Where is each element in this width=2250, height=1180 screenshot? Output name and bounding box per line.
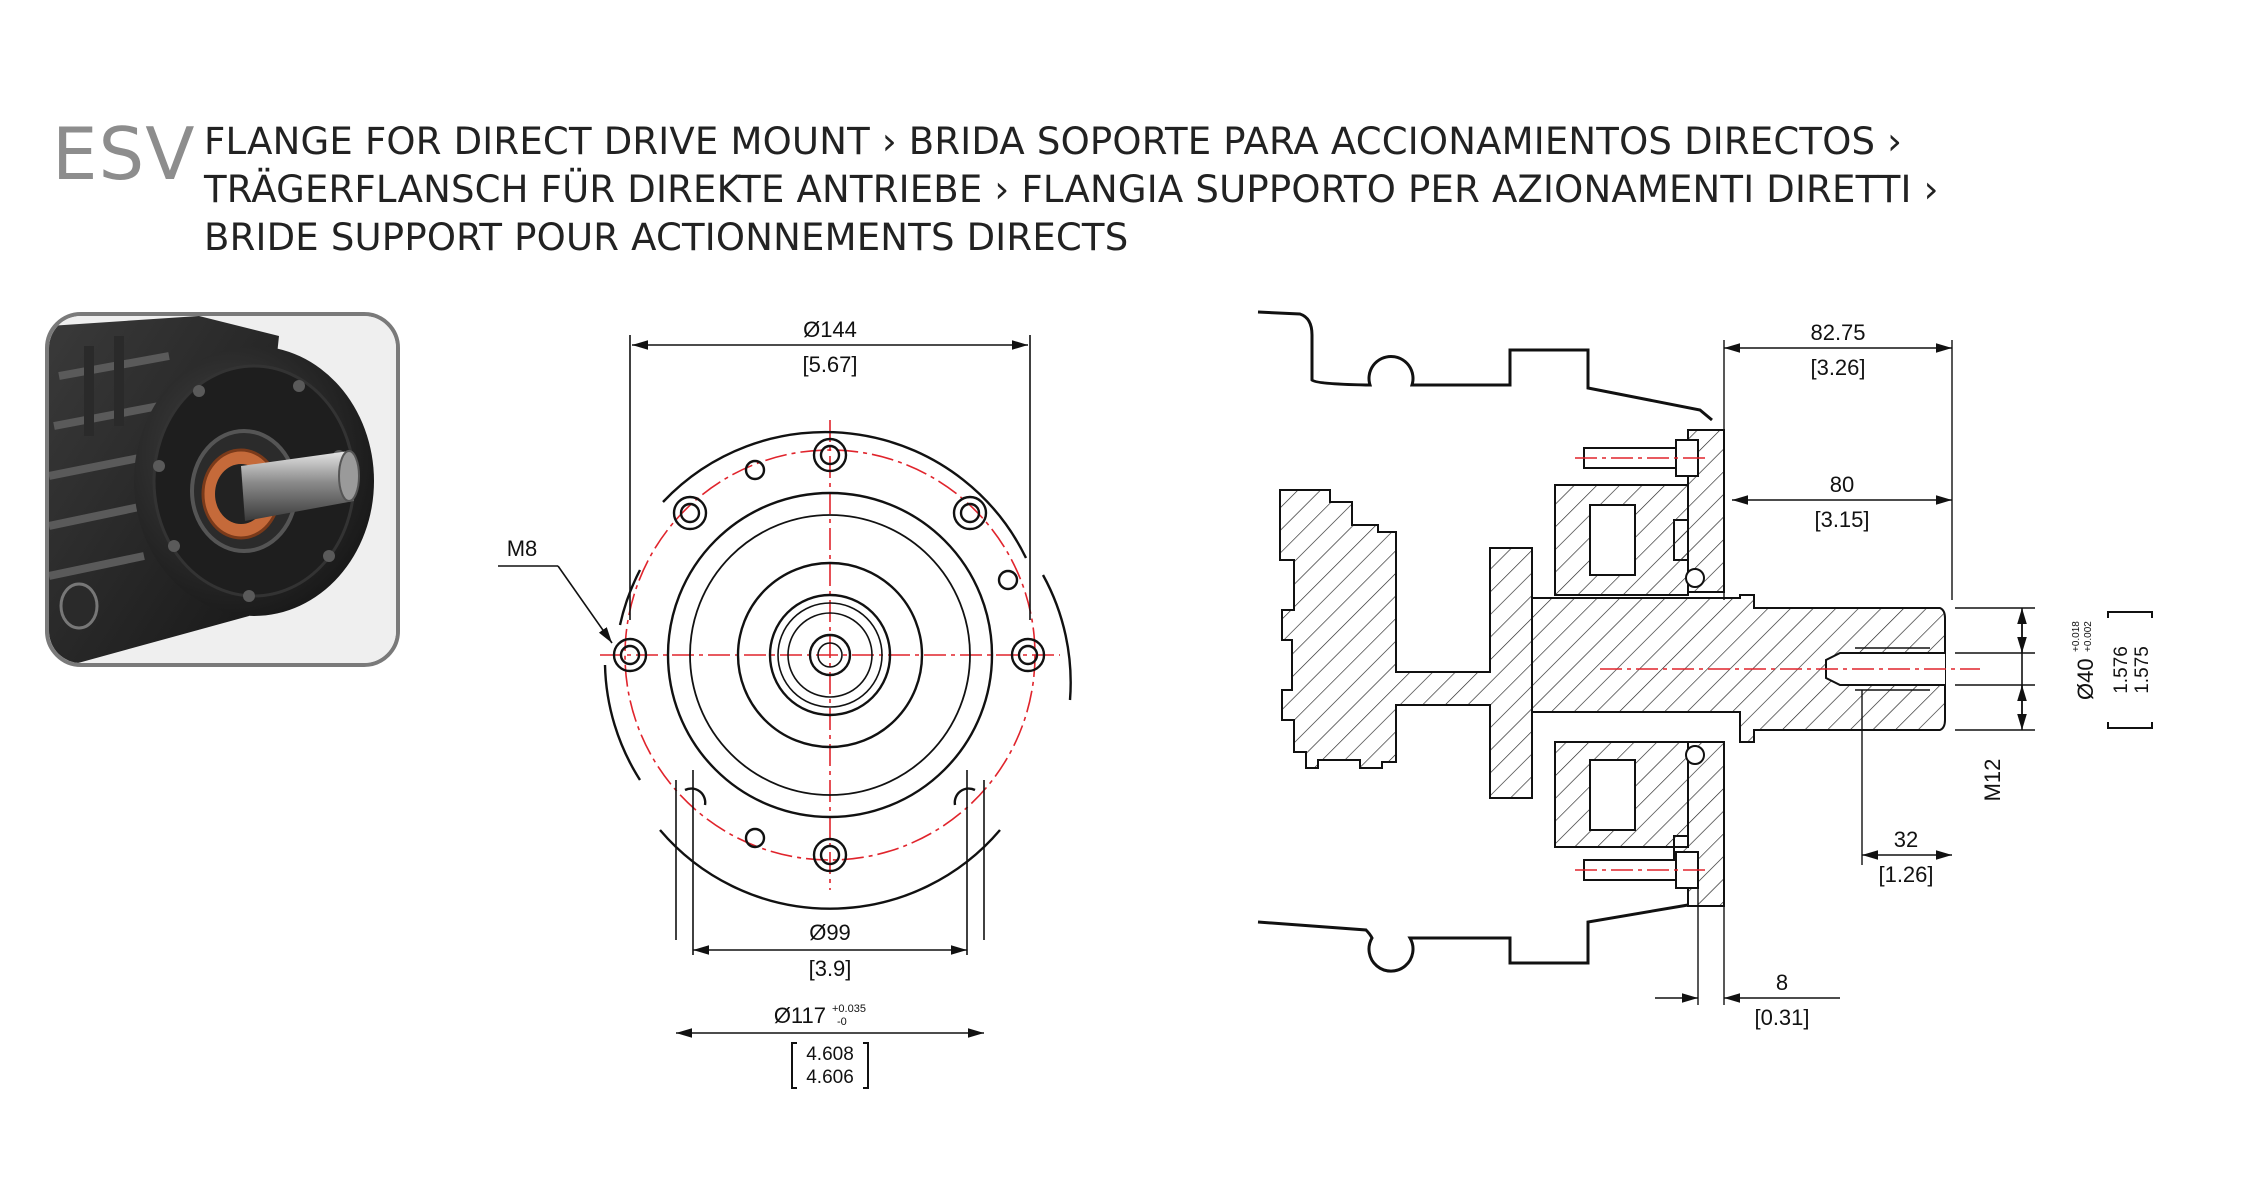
gearbox-render-image	[49, 316, 396, 663]
dim-shaft-tol-upper: +0.018	[2071, 621, 2082, 652]
dim-shaft-inch-lower: 1.575	[2132, 646, 2153, 694]
front-centerlines	[600, 420, 1060, 890]
pilot-circle	[689, 514, 971, 796]
product-photo	[45, 312, 400, 667]
bearing-inner-circle	[777, 602, 883, 708]
dim-thread-m8: M8	[507, 536, 538, 561]
housing-outline-top	[1257, 310, 1713, 422]
dim-outer-dia-inch: [5.67]	[802, 352, 857, 377]
front-dimensions: Ø144 [5.67] M8 Ø99 [3.9] Ø117 +0.035 -0 …	[498, 317, 1028, 1089]
dim-spigot-tol-lower: -0	[837, 1016, 847, 1028]
dim-thread-depth-inch: [1.26]	[1878, 862, 1933, 887]
front-view	[600, 335, 1072, 955]
side-view	[1257, 310, 1980, 973]
dim-pilot-dia-inch: [3.9]	[809, 956, 852, 981]
front-relief-lines	[629, 335, 1031, 955]
dim-shaft-tol-lower: +0.002	[2083, 621, 2094, 652]
title-block: FLANGE FOR DIRECT DRIVE MOUNT › BRIDA SO…	[204, 118, 1939, 262]
dim-thread-depth-mm: 32	[1894, 827, 1918, 852]
dim-flange-thickness-mm: 8	[1776, 970, 1788, 995]
title-line-3: BRIDE SUPPORT POUR ACTIONNEMENTS DIRECTS	[204, 216, 1129, 259]
flange-outer-arc-left-low	[603, 664, 642, 781]
dim-center-thread: M12	[1980, 759, 2005, 802]
shaft-circle	[808, 633, 852, 677]
title-line-1: FLANGE FOR DIRECT DRIVE MOUNT › BRIDA SO…	[204, 120, 1903, 163]
gear-hub-section	[1279, 489, 1533, 799]
product-code: ESV	[52, 112, 196, 196]
side-dimensions: 82.75 [3.26] 80 [3.15] 32 [1.26] 8 [0.31…	[1655, 320, 2153, 1030]
flange-outer-arc-left	[618, 569, 642, 626]
dim-overall-length-inch: [3.26]	[1810, 355, 1865, 380]
side-centerlines	[1575, 457, 1980, 871]
title-line-2: TRÄGERFLANSCH FÜR DIREKTE ANTRIEBE › FLA…	[204, 168, 1939, 211]
dim-shaft-length-inch: [3.15]	[1814, 507, 1869, 532]
dim-outer-dia-mm: Ø144	[803, 317, 857, 342]
spigot-circle	[666, 491, 994, 819]
housing-outline-bottom	[1257, 903, 1689, 973]
dim-flange-thickness-inch: [0.31]	[1754, 1005, 1809, 1030]
dim-spigot-dia-mm: Ø117	[774, 1003, 826, 1028]
dim-overall-length-mm: 82.75	[1810, 320, 1865, 345]
flange-outer-arc-top	[662, 430, 1028, 559]
dim-spigot-inch-upper: 4.608	[806, 1044, 854, 1065]
dim-spigot-inch-lower: 4.606	[806, 1067, 854, 1088]
dim-pilot-dia-mm: Ø99	[809, 920, 851, 945]
center-hole	[817, 642, 843, 668]
flange-outer-arc-right	[1041, 574, 1072, 701]
dim-shaft-dia-mm: Ø40	[2073, 658, 2098, 700]
dim-shaft-length-mm: 80	[1830, 472, 1854, 497]
bearing-circle	[768, 593, 892, 717]
dim-spigot-tol-upper: +0.035	[832, 1003, 866, 1015]
seal-circle	[787, 612, 873, 698]
flange-outer-arc-bottom	[659, 829, 1001, 910]
dim-shaft-inch-upper: 1.576	[2111, 646, 2132, 694]
bolt-holes	[612, 437, 1046, 873]
bearing-outer-circle	[736, 561, 924, 749]
